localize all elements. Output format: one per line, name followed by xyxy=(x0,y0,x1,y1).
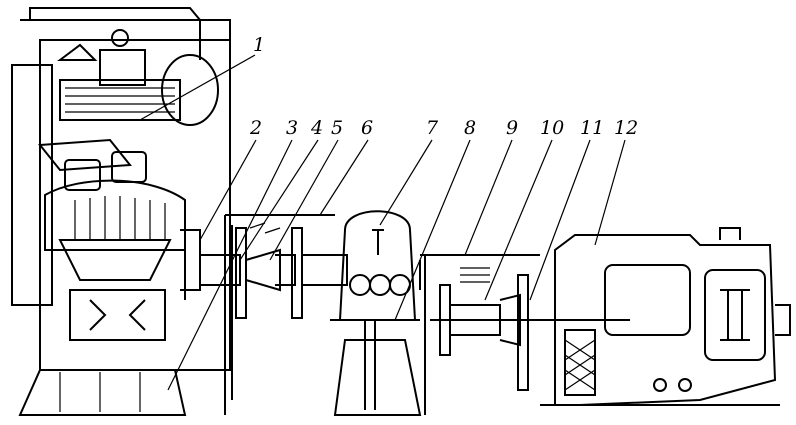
label-9: 9 xyxy=(506,117,519,139)
label-5: 5 xyxy=(331,117,344,139)
label-2: 2 xyxy=(250,117,263,139)
label-4: 4 xyxy=(311,117,324,139)
label-3: 3 xyxy=(286,117,299,139)
label-7: 7 xyxy=(426,117,439,139)
gearbox xyxy=(330,210,422,416)
label-10: 10 xyxy=(540,117,565,139)
electric-motor xyxy=(540,227,791,406)
diesel-engine xyxy=(11,7,231,416)
label-1: 1 xyxy=(253,34,266,56)
label-6: 6 xyxy=(361,117,374,139)
label-12: 12 xyxy=(614,117,639,139)
label-11: 11 xyxy=(580,117,605,139)
coupling-shaft xyxy=(200,214,348,415)
label-8: 8 xyxy=(464,117,477,139)
leader-lines xyxy=(139,54,626,391)
intermediate-shaft xyxy=(419,254,630,415)
